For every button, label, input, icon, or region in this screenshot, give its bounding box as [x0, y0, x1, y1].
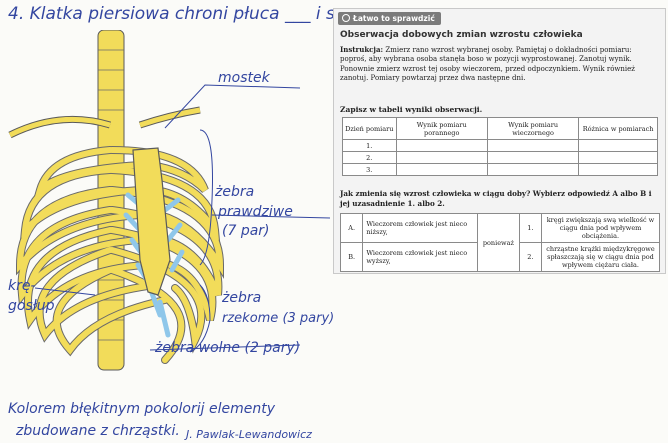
note-line-2: zbudowane z chrząstki.: [16, 423, 180, 439]
badge-label: Łatwo to sprawdzić: [353, 14, 435, 23]
table-row: 3.: [342, 163, 658, 176]
instruction-label: Instrukcja:: [340, 45, 384, 54]
row-day: 3.: [342, 163, 397, 176]
empty-cell[interactable]: [486, 139, 580, 152]
option-b-text[interactable]: Wieczorem człowiek jest nieco wyższy,: [362, 242, 479, 272]
option-a-letter[interactable]: A.: [339, 213, 364, 243]
observation-table: Dzień pomiaru Wynik pomiaru porannego Wy…: [342, 117, 658, 176]
task-1: Zapisz w tabeli wyniki obserwacji.: [340, 105, 483, 114]
option-2-number[interactable]: 2.: [518, 242, 542, 272]
instruction: Instrukcja: Zmierz rano wzrost wybranej …: [340, 45, 660, 84]
signature: J. Pawlak-Lewandowicz: [186, 428, 312, 441]
label-zebra-prawdziwe-2: prawdziwe: [218, 204, 293, 220]
label-zebra-rzekome-1: żebra: [222, 290, 262, 306]
task-2: Jak zmienia się wzrost człowieka w ciągu…: [340, 189, 652, 208]
sternum-shape: [132, 147, 171, 296]
table-header: Wynik pomiaru porannego: [395, 117, 488, 140]
empty-cell[interactable]: [395, 163, 488, 176]
spine-shape: [97, 30, 125, 371]
option-1-number[interactable]: 1.: [518, 213, 542, 243]
table-header: Dzień pomiaru: [342, 117, 397, 140]
empty-cell[interactable]: [395, 139, 488, 152]
label-mostek: mostek: [218, 70, 270, 86]
check-icon: [342, 14, 350, 22]
table-header: Wynik pomiaru wieczornego: [486, 117, 580, 140]
label-zebra-rzekome-2: rzekome (3 pary): [222, 311, 335, 326]
rib-cage-illustration: [8, 30, 331, 371]
panel-badge: Łatwo to sprawdzić: [338, 12, 441, 25]
worksheet-note: Kolorem błękitnym pokolorij elementy zbu…: [8, 398, 275, 442]
empty-cell[interactable]: [578, 139, 658, 152]
label-zebra-wolne: żebra wolne (2 pary): [155, 340, 301, 356]
label-kregoslup-1: krę-: [8, 278, 36, 294]
worksheet-title: 4. Klatka piersiowa chroni płuca ___ i s…: [8, 4, 403, 24]
table-row: 2.: [342, 151, 658, 164]
row-day: 2.: [342, 151, 397, 164]
option-2-text[interactable]: chrząstne krążki międzykręgowe spłaszcza…: [540, 242, 661, 272]
label-zebra-prawdziwe-3: (7 par): [222, 223, 270, 239]
exercise-panel: Łatwo to sprawdzić Obserwacja dobowych z…: [333, 8, 666, 274]
answer-table: A. Wieczorem człowiek jest nieco niższy,…: [339, 213, 661, 272]
panel-title: Obserwacja dobowych zmian wzrostu człowi…: [340, 30, 583, 40]
empty-cell[interactable]: [395, 151, 488, 164]
connector: ponieważ: [477, 213, 520, 272]
label-kregoslup-2: gosłup: [8, 298, 55, 314]
empty-cell[interactable]: [578, 163, 658, 176]
empty-cell[interactable]: [578, 151, 658, 164]
option-1-text[interactable]: kręgi zwiększają swą wielkość w ciągu dn…: [540, 213, 661, 243]
row-day: 1.: [342, 139, 397, 152]
instruction-text: Zmierz rano wzrost wybranej osoby. Pamię…: [340, 46, 635, 83]
option-a-text[interactable]: Wieczorem człowiek jest nieco niższy,: [362, 213, 479, 243]
label-zebra-prawdziwe-1: żebra: [215, 184, 255, 200]
table-row: 1.: [342, 139, 658, 152]
note-line-1: Kolorem błękitnym pokolorij elementy: [8, 401, 275, 417]
empty-cell[interactable]: [486, 151, 580, 164]
empty-cell[interactable]: [486, 163, 580, 176]
table-header: Różnica w pomiarach: [578, 117, 658, 140]
option-b-letter[interactable]: B.: [339, 242, 364, 272]
